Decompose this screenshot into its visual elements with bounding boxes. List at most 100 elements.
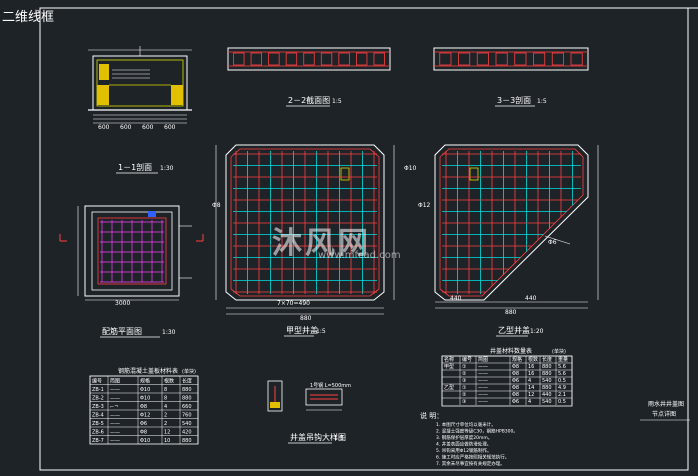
plan-b-right-dim: 440 xyxy=(525,295,537,302)
table-cell: —— xyxy=(478,364,488,370)
sec1-dim-2: 600 xyxy=(120,124,132,131)
table-cell: 880 xyxy=(542,371,552,377)
plan-a-spacing-dim: 7×70=490 xyxy=(277,300,310,307)
note-line: 6. 施工时应严格按照相关规范执行。 xyxy=(436,454,509,461)
strip-cell xyxy=(233,52,245,66)
strip-cell xyxy=(476,52,489,66)
plan-a-width-dim: 880 xyxy=(300,315,312,322)
note-line: 3. 钢筋保护层厚度20mm。 xyxy=(436,434,492,441)
table-cell: 880 xyxy=(542,385,552,391)
table-cell: 5.6 xyxy=(558,364,566,370)
viewport-label[interactable]: 二维线框 xyxy=(2,10,55,25)
table-cell: 名称 xyxy=(444,356,454,363)
table-cell: 880 xyxy=(182,396,192,402)
table-cell: 4 xyxy=(164,404,167,410)
table-cell: —— xyxy=(110,396,120,402)
plan-b-width-dim: 880 xyxy=(505,309,517,316)
right-table-unit: (单块) xyxy=(552,348,566,355)
table-cell: 4 xyxy=(528,378,531,384)
strip-cell xyxy=(303,52,315,66)
table-cell: Φ8 xyxy=(512,392,519,398)
table-cell: 长度 xyxy=(182,378,192,385)
plan-a-drawing xyxy=(215,144,395,315)
side-title-2: 节点详图 xyxy=(652,410,676,418)
table-cell: —— xyxy=(110,438,120,444)
notes-list: 1. 本图尺寸单位均以毫米计。2. 混凝土强度等级C30，钢筋HPB300。3.… xyxy=(436,421,518,467)
table-cell: ZB-2 xyxy=(92,396,104,402)
table-cell: ⌐¬ xyxy=(110,404,118,410)
table-cell: 5.6 xyxy=(558,371,566,377)
table-cell: 8 xyxy=(164,396,167,402)
watermark-text: 沐风网 xyxy=(272,226,371,261)
table-cell: 420 xyxy=(182,430,192,436)
section-3-cells xyxy=(439,52,583,66)
strip-cell xyxy=(268,52,280,66)
strip-cell xyxy=(355,52,368,66)
section-1-scale: 1:30 xyxy=(160,165,174,172)
hook-detail-scale: 1:5 xyxy=(334,435,344,442)
table-cell: ② xyxy=(462,392,467,398)
table-cell: Φ10 xyxy=(140,387,150,393)
table-cell: ZB-5 xyxy=(92,421,104,427)
hook-detail-drawing xyxy=(267,380,343,412)
table-cell: Φ8 xyxy=(140,430,147,436)
note-line: 7. 其余未尽事宜按有关规定办理。 xyxy=(436,460,505,467)
table-cell: 12 xyxy=(164,430,170,436)
table-cell: —— xyxy=(110,430,120,436)
strip-cell xyxy=(495,52,508,66)
strip-cell xyxy=(570,52,583,66)
strip-cell xyxy=(551,52,564,66)
table-cell: 4 xyxy=(528,399,531,405)
note-line: 5. 吊钩采用Φ12钢筋制作。 xyxy=(436,447,492,454)
table-cell: 16 xyxy=(528,371,534,377)
section-1-drawing xyxy=(88,46,192,124)
plan-b-title: 乙型井盖 xyxy=(498,325,530,335)
table-cell: 编号 xyxy=(92,378,102,385)
table-cell: 10 xyxy=(164,438,170,444)
side-title-1: 雨水井井盖图 xyxy=(648,400,684,408)
plan-a-scale: 1:5 xyxy=(316,328,326,335)
plan-b-rebar-grid xyxy=(442,151,581,294)
left-table-title: 钢筋混凝土盖板材料表 xyxy=(118,367,178,375)
note-line: 4. 井盖表面应做防滑处理。 xyxy=(436,441,491,448)
table-cell: —— xyxy=(478,392,488,398)
rebar-tag-2: Φ10 xyxy=(404,165,417,172)
strip-cell xyxy=(514,52,527,66)
table-cell: Φ8 xyxy=(140,404,147,410)
left-table-unit: (单块) xyxy=(182,368,196,375)
table-cell: 2 xyxy=(164,421,167,427)
table-cell: 660 xyxy=(182,404,192,410)
table-cell: Φ8 xyxy=(512,385,519,391)
table-cell: 简图 xyxy=(110,378,120,385)
sec1-dim-1: 600 xyxy=(98,124,110,131)
section-2-title: 2－2截面图 xyxy=(288,95,330,105)
table-cell: 2 xyxy=(164,413,167,419)
table-cell: ZB-6 xyxy=(92,430,104,436)
table-cell: —— xyxy=(478,371,488,377)
section-2-drawing xyxy=(227,47,391,71)
table-cell: Φ6 xyxy=(512,378,519,384)
table-cell: 16 xyxy=(528,364,534,370)
table-cell: 乙型 xyxy=(444,384,454,391)
hook-detail-label: 1号钢 L=500mm xyxy=(310,382,351,389)
plan-a-rebar-grid xyxy=(233,151,377,294)
strip-cell xyxy=(320,52,333,66)
table-cell: Φ10 xyxy=(140,438,150,444)
table-cell: 880 xyxy=(542,364,552,370)
table-cell: 根数 xyxy=(528,356,538,363)
table-cell: Φ6 xyxy=(512,399,519,405)
strip-cell xyxy=(439,52,452,66)
note-line: 2. 混凝土强度等级C30，钢筋HPB300。 xyxy=(436,428,518,435)
table-cell: 8 xyxy=(164,387,167,393)
table-cell: 0.5 xyxy=(558,399,566,405)
table-cell: 简图 xyxy=(478,356,488,363)
table-cell: Φ8 xyxy=(512,371,519,377)
strip-cell xyxy=(533,52,546,66)
table-cell: 2.1 xyxy=(558,392,566,398)
right-table-title: 井盖材料数量表 xyxy=(490,347,532,355)
strip-cell xyxy=(338,52,350,66)
watermark-url: www.mfcad.com xyxy=(318,250,401,261)
